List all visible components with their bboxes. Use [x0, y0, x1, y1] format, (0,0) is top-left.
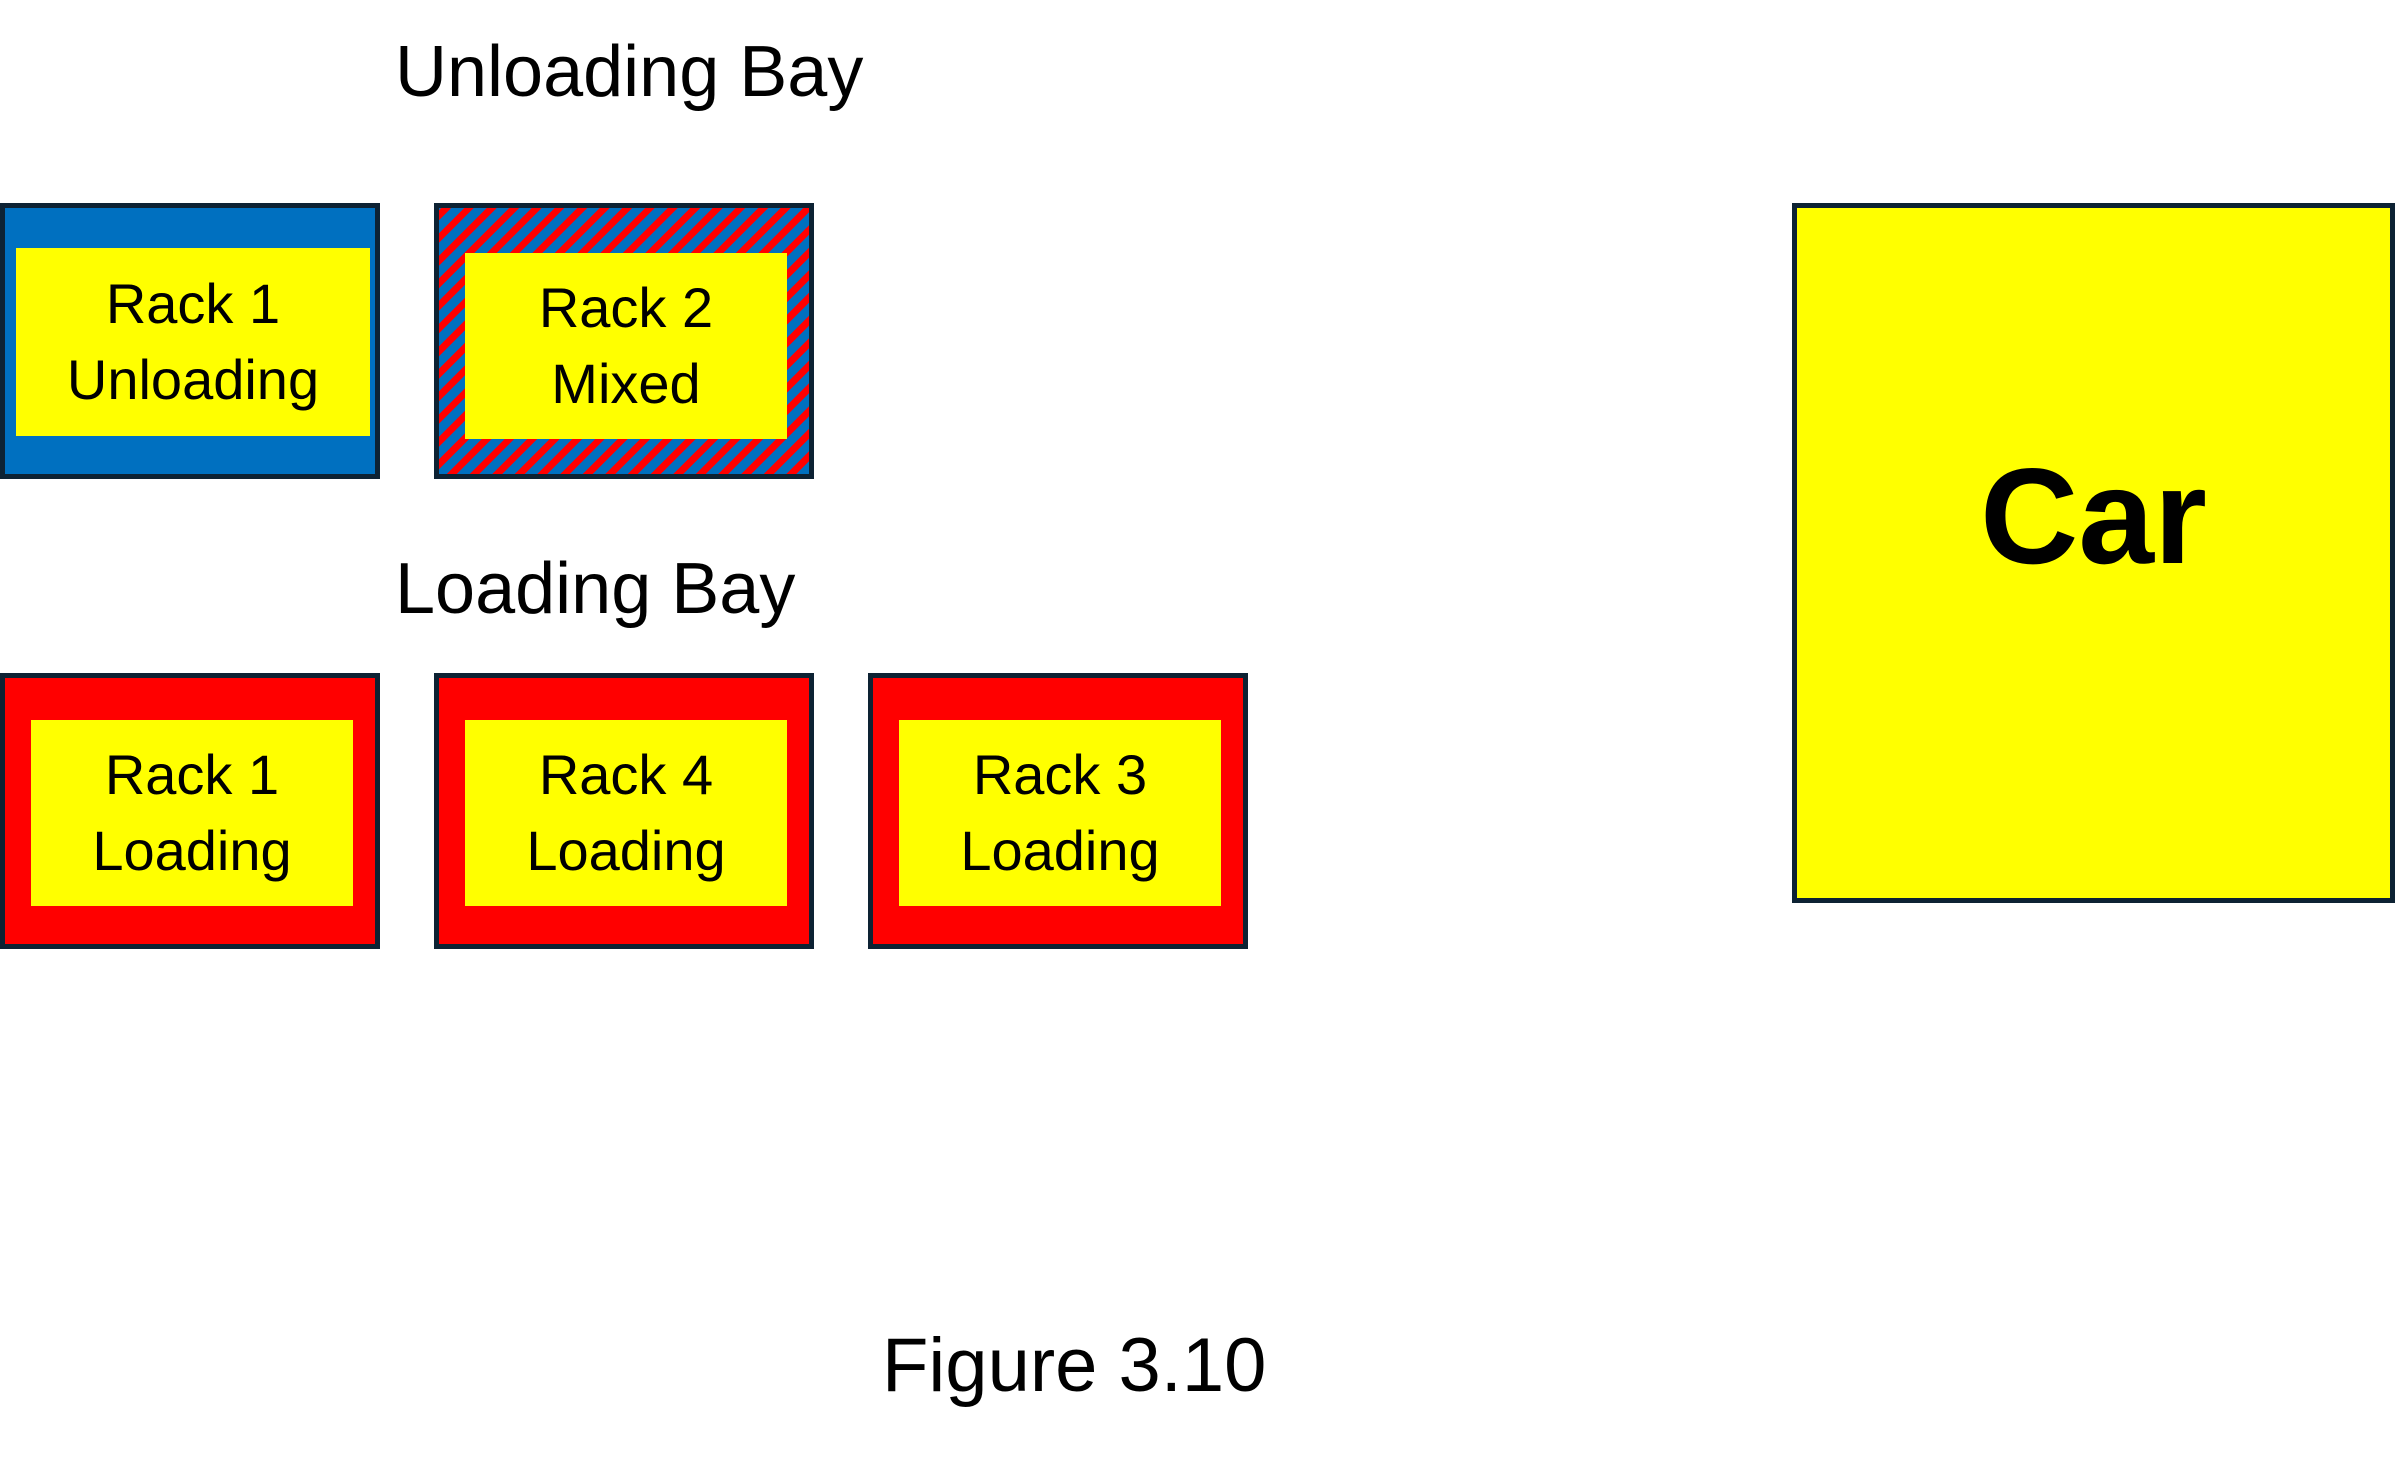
- rack-label-panel: Rack 1 Loading: [31, 720, 353, 906]
- rack-mode: Loading: [92, 819, 292, 882]
- rack-name: Rack 1: [105, 272, 281, 335]
- unloading-bay-heading: Unloading Bay: [395, 32, 864, 112]
- rack-name: Rack 1: [104, 743, 280, 806]
- rack-label-panel: Rack 2 Mixed: [465, 253, 787, 439]
- figure-caption: Figure 3.10: [882, 1323, 1267, 1408]
- rack-name: Rack 2: [538, 276, 714, 339]
- rack-label-panel: Rack 1 Unloading: [16, 248, 370, 436]
- loading-rack-3: Rack 3 Loading: [868, 673, 1248, 949]
- rack-mode: Loading: [526, 819, 726, 882]
- rack-label-panel: Rack 4 Loading: [465, 720, 787, 906]
- loading-rack-4: Rack 4 Loading: [434, 673, 814, 949]
- rack-mode: Mixed: [551, 352, 701, 415]
- unloading-rack-1: Rack 1 Unloading: [0, 203, 380, 479]
- car-label: Car: [1980, 440, 2207, 592]
- car-box: Car: [1792, 203, 2395, 903]
- rack-name: Rack 3: [972, 743, 1148, 806]
- unloading-rack-2-mixed: Rack 2 Mixed: [434, 203, 814, 479]
- rack-label-panel: Rack 3 Loading: [899, 720, 1221, 906]
- rack-name: Rack 4: [538, 743, 714, 806]
- rack-mode: Loading: [960, 819, 1160, 882]
- rack-mode: Unloading: [66, 348, 320, 411]
- loading-bay-heading: Loading Bay: [395, 549, 796, 629]
- loading-rack-1: Rack 1 Loading: [0, 673, 380, 949]
